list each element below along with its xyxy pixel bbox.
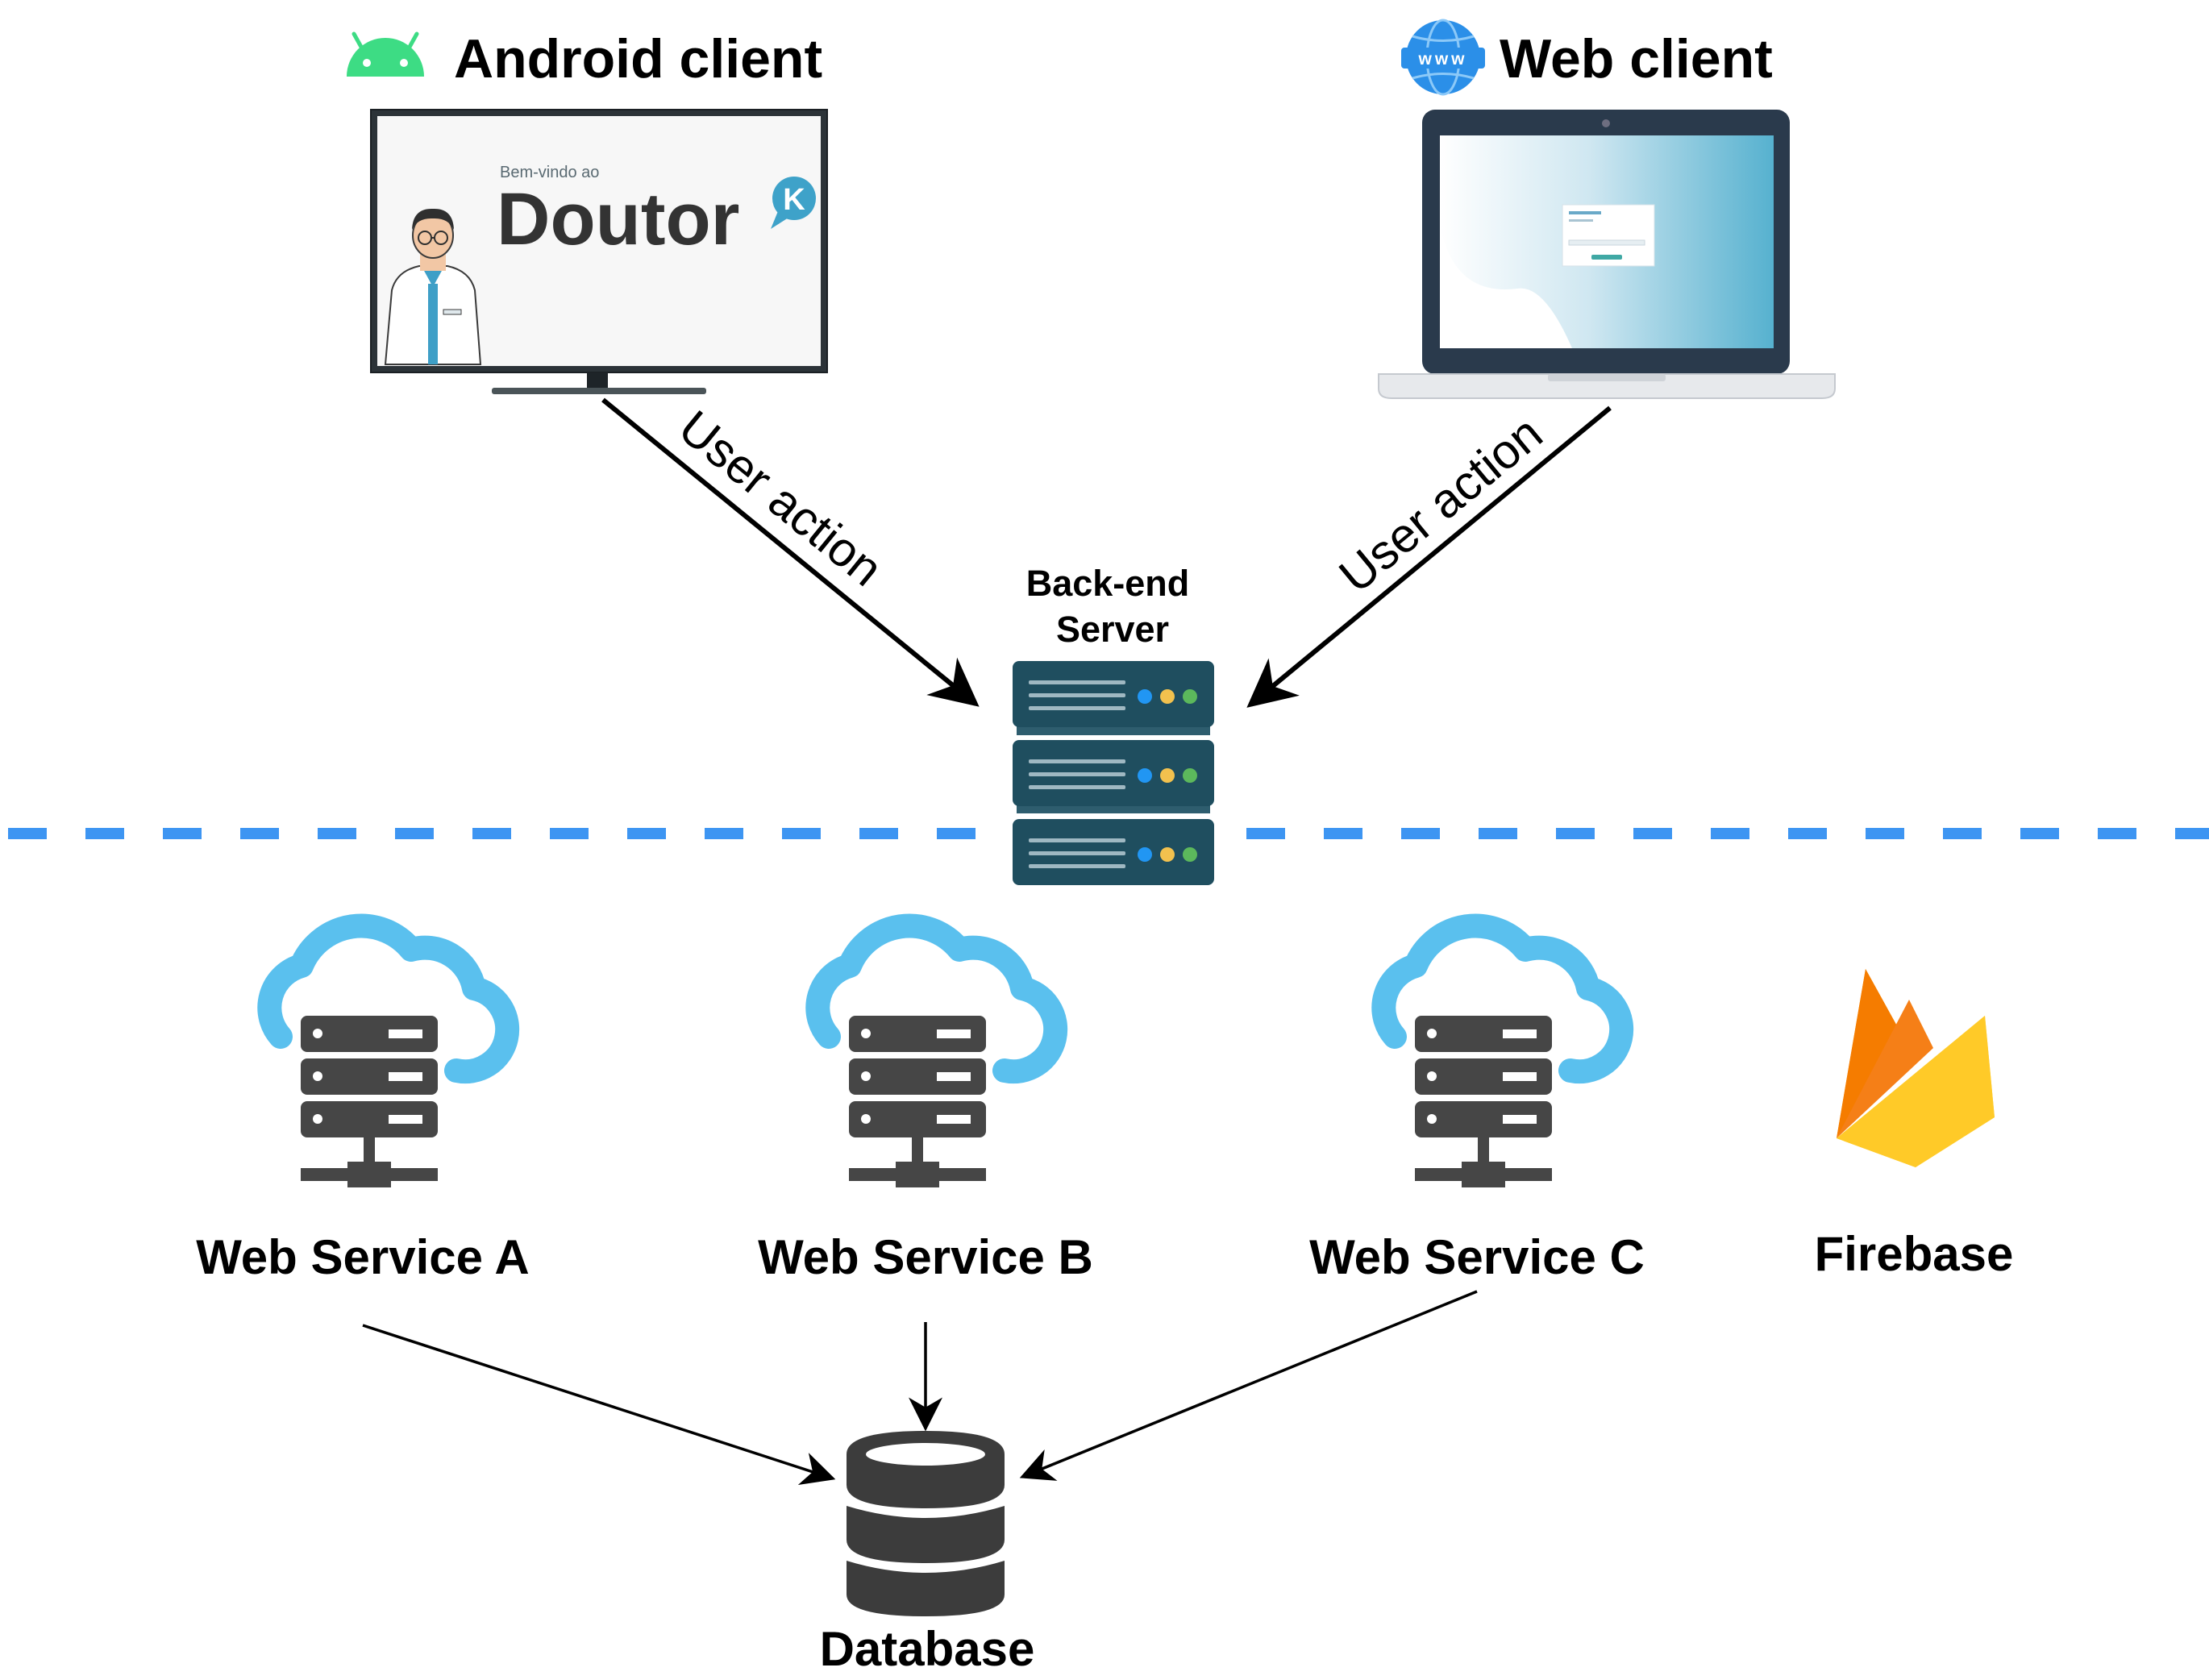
user-action-label-left: User action <box>669 400 893 597</box>
user-action-label-right: User action <box>1329 405 1553 603</box>
tv-brand-badge: K <box>771 177 816 229</box>
globe-icon: www <box>1401 19 1485 96</box>
arrow-service-a-to-database <box>362 1324 836 1486</box>
web-service-c: Web Service C <box>1309 913 1645 1284</box>
cloud-server-icon <box>805 913 1068 1187</box>
backend-server: Back-end Server <box>1013 563 1214 885</box>
doctor-illustration <box>384 208 482 365</box>
android-icon <box>347 31 424 77</box>
web-service-c-label: Web Service C <box>1309 1230 1645 1284</box>
user-action-arrow-right <box>1246 405 1612 708</box>
web-service-b: Web Service B <box>758 913 1093 1284</box>
android-client: Android client Bem-vindo ao Doutor <box>347 28 828 394</box>
web-service-b-label: Web Service B <box>758 1230 1093 1284</box>
database-icon <box>847 1431 1005 1616</box>
laptop-icon <box>1378 110 1836 399</box>
web-service-a-label: Web Service A <box>196 1230 530 1284</box>
globe-text: www <box>1417 50 1467 69</box>
backend-label-line2: Server <box>1056 609 1169 650</box>
cloud-server-icon <box>1371 913 1634 1187</box>
tv-welcome-text: Bem-vindo ao <box>500 164 599 181</box>
database: Database <box>820 1431 1035 1676</box>
firebase: Firebase <box>1815 969 2014 1281</box>
tv-icon: Bem-vindo ao Doutor K <box>370 109 828 394</box>
android-client-title: Android client <box>454 28 822 89</box>
web-client-title: Web client <box>1500 28 1773 89</box>
backend-label-line1: Back-end <box>1026 563 1190 604</box>
svg-text:K: K <box>783 183 805 217</box>
rack-server-icon <box>1013 661 1214 885</box>
web-service-a: Web Service A <box>196 913 530 1284</box>
arrow-service-c-to-database <box>1019 1290 1478 1481</box>
firebase-label: Firebase <box>1815 1227 2014 1281</box>
firebase-icon <box>1837 969 1995 1167</box>
database-label: Database <box>820 1622 1035 1676</box>
web-client: www Web client <box>1378 19 1836 399</box>
user-action-arrow-left <box>601 397 980 707</box>
cloud-server-icon <box>257 913 520 1187</box>
tv-brand-text: Doutor <box>497 178 739 260</box>
